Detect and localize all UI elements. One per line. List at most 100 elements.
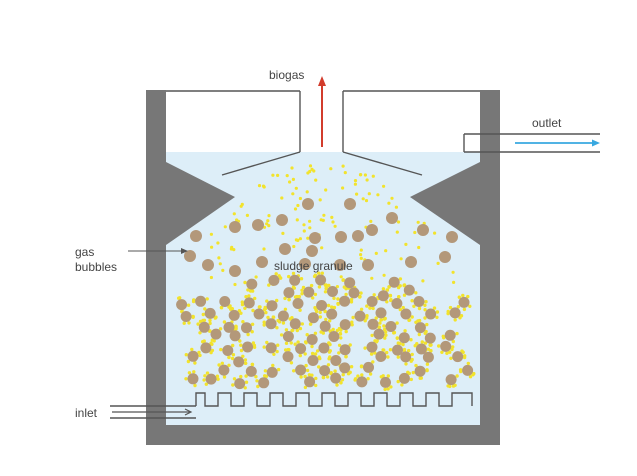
sludge-granule (366, 341, 378, 353)
sludge-granule (334, 259, 346, 271)
sludge-granule (316, 300, 328, 311)
gas-bubble (384, 333, 388, 337)
gas-bubble (365, 314, 369, 318)
gas-bubble (298, 196, 302, 201)
gas-bubble (363, 346, 367, 350)
gas-bubble (288, 317, 292, 321)
gas-bubble (205, 297, 209, 301)
gas-bubble (327, 350, 332, 354)
gas-bubbles-pointer (128, 248, 188, 254)
sludge-granule (306, 334, 318, 345)
gas-bubble (337, 343, 342, 347)
gas-bubble (421, 279, 425, 283)
gas-bubble (308, 169, 312, 174)
gas-bubble (284, 328, 289, 332)
gas-bubble (349, 365, 354, 369)
gas-bubble (197, 350, 201, 355)
gas-label-line1: gas (75, 245, 94, 259)
gas-bubble (243, 306, 247, 310)
gas-bubble (396, 285, 401, 290)
gas-bubble (328, 319, 332, 323)
gas-bubble (246, 332, 250, 337)
gas-bubble (289, 341, 293, 345)
sludge-granule (373, 328, 385, 340)
sludge-granule (339, 344, 351, 356)
sludge-granule (462, 364, 474, 376)
sludge-granule (424, 332, 436, 344)
gas-bubble (433, 231, 437, 235)
gas-bubble (255, 379, 259, 383)
gas-bubble (295, 294, 299, 299)
right-wall (480, 90, 500, 445)
gas-bubble (398, 307, 402, 312)
gas-bubble (326, 303, 331, 308)
sludge-granule (309, 232, 321, 244)
gas-bubble (341, 373, 345, 377)
gas-bubble (448, 350, 452, 354)
gas-bubble (359, 253, 363, 257)
sludge-granule (458, 296, 470, 308)
gas-bubble (453, 383, 457, 387)
gas-bubble (353, 378, 357, 382)
sludge-granule (184, 250, 196, 262)
sludge-granule (449, 307, 461, 319)
gas-bubble (317, 285, 322, 289)
gas-bubble (303, 374, 307, 379)
gas-bubble (429, 349, 433, 353)
gas-bubble (349, 300, 354, 304)
gas-bubble (324, 317, 328, 322)
sludge-granule (414, 365, 426, 377)
gas-bubble (412, 304, 416, 308)
gas-bubble (338, 331, 342, 336)
gas-bubble (203, 374, 207, 378)
gas-bubble (317, 365, 321, 369)
gas-bubble (373, 339, 377, 343)
gas-bubble (402, 293, 407, 297)
gas-bubble (423, 331, 427, 335)
gas-bubble (264, 374, 268, 378)
gas-bubble (385, 350, 389, 355)
gas-bubble (404, 362, 408, 366)
sludge-granule (444, 329, 456, 341)
inlet-arrow (112, 408, 193, 416)
sludge-granule (187, 350, 199, 362)
gas-bubble (215, 374, 220, 378)
gas-bubble (210, 245, 214, 249)
gas-bubble (326, 363, 331, 367)
gas-bubble (327, 356, 331, 361)
gas-bubble (254, 275, 258, 279)
gas-bubble (267, 283, 271, 287)
gas-bubble (210, 348, 215, 353)
gas-bubble (367, 192, 371, 196)
gas-bubble (221, 268, 225, 272)
bottom-wall (146, 425, 500, 445)
gas-bubble (348, 343, 352, 347)
gas-bubble (333, 369, 337, 373)
outlet-arrow (515, 139, 600, 147)
gas-bubble (371, 174, 375, 178)
gas-bubble (389, 385, 393, 389)
sludge-granule (306, 245, 318, 257)
gas-bubble (317, 271, 321, 275)
gas-bubble (264, 310, 268, 315)
gas-bubble (387, 201, 391, 205)
sludge-granule (242, 341, 254, 353)
sludge-granule (283, 287, 295, 299)
gas-bubble (253, 296, 257, 301)
gas-bubble (243, 386, 247, 390)
gas-bubble (209, 341, 213, 345)
gas-bubble (283, 307, 288, 311)
sludge-granule (223, 321, 235, 333)
gas-bubble (343, 171, 347, 175)
gas-bubble (294, 238, 298, 242)
gas-bubble (310, 344, 314, 349)
gas-bubble (308, 322, 313, 326)
gas-bubble (202, 378, 206, 382)
gas-bubble (341, 278, 345, 282)
gas-bubble (190, 347, 194, 352)
sludge-granule (229, 330, 241, 342)
gas-bubble (208, 321, 212, 326)
gas-bubble (233, 282, 237, 287)
gas-bubble (262, 345, 266, 349)
gas-bubble (223, 225, 227, 229)
